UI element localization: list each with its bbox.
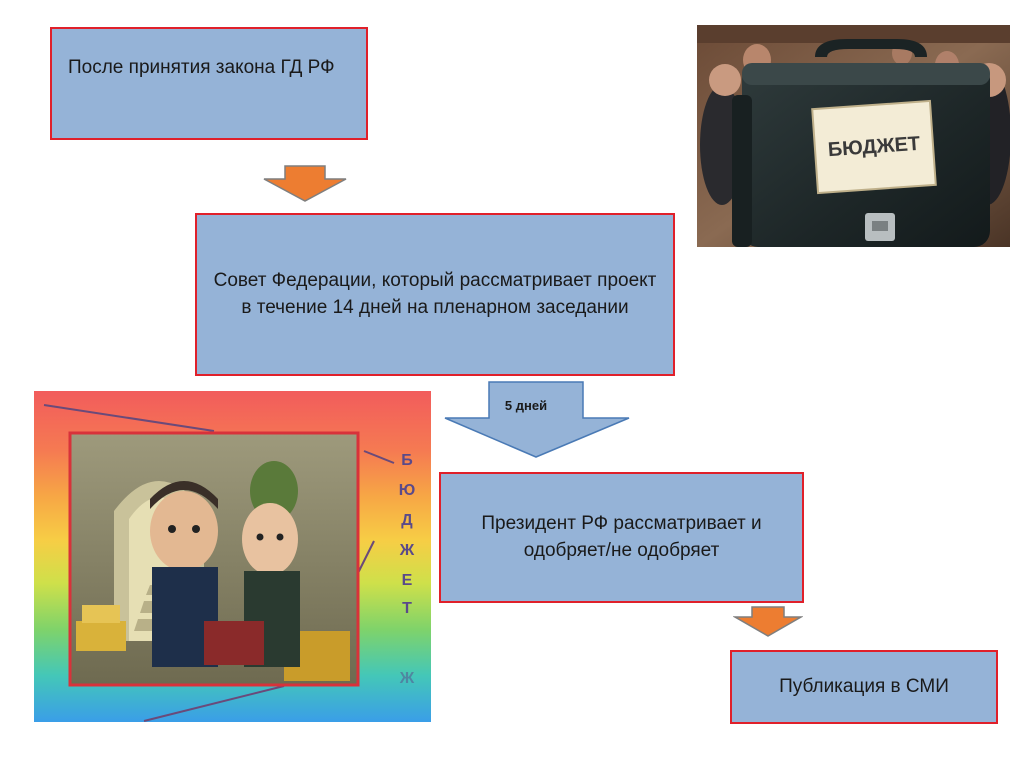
cartoon-letter: Ж [399,670,415,687]
step-box-president: Президент РФ рассматривает и одобряет/не… [439,472,804,603]
arrow-down-orange-2 [733,606,803,637]
budget-briefcase-image: БЮДЖЕТ [697,25,1010,247]
step-text-president: Президент РФ рассматривает и одобряет/не… [481,512,762,561]
arrow-label-days: 5 дней [504,398,548,413]
arrow-down-blue [444,381,630,458]
cartoon-letter: Д [401,512,413,529]
budget-cartoon-image: Б Ю Д Ж Е Т Ж [34,391,431,722]
cartoon-letter: Ю [399,482,416,499]
arrow-down-orange-1 [263,165,347,202]
step-text-duma: После принятия закона ГД РФ [68,57,335,78]
step-text-federation-council: Совет Федерации, который рассматривает п… [213,269,657,318]
cartoon-letter: Б [401,452,413,469]
cartoon-letter: Ж [399,542,415,559]
step-box-publication: Публикация в СМИ [730,650,998,724]
cartoon-letter: Е [402,572,413,589]
step-box-federation-council: Совет Федерации, который рассматривает п… [195,213,675,376]
step-text-publication: Публикация в СМИ [779,675,949,697]
cartoon-letter: Т [402,600,412,617]
step-box-duma: После принятия закона ГД РФ [50,27,368,140]
